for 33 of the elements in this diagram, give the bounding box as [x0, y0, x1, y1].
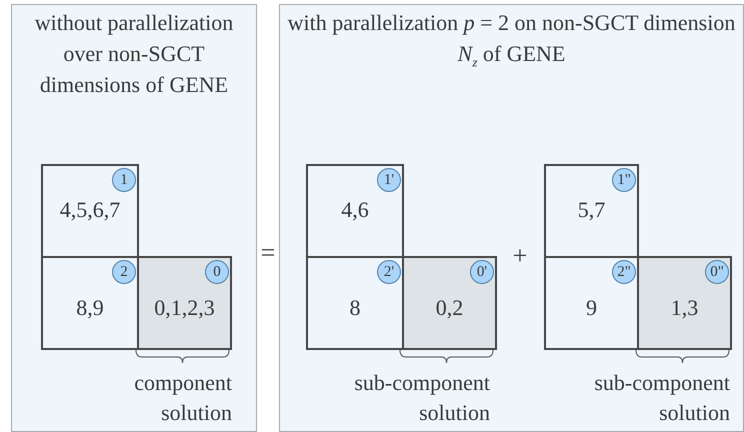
- cell-value: 4,6: [341, 197, 369, 223]
- cell-value: 4,5,6,7: [60, 197, 120, 223]
- panel-title: with parallelization p = 2 on non-SGCT dimension N$_{z}$ of GENE: [286, 9, 736, 72]
- shaded-cell: [637, 256, 732, 350]
- number-circle: 1: [112, 168, 136, 192]
- number-circle: 1': [377, 168, 401, 192]
- cell-value: 5,7: [578, 197, 606, 223]
- number-circle: 2: [112, 260, 136, 284]
- brace-label: sub-component solution: [353, 369, 490, 427]
- grid-cell: [41, 164, 139, 258]
- number-circle: 0": [705, 260, 729, 284]
- number-circle: 2': [377, 260, 401, 284]
- cell-value: 1,3: [670, 295, 698, 321]
- brace-label: sub-component solution: [593, 369, 730, 427]
- number-circle: 0': [470, 260, 494, 284]
- shaded-cell: [402, 256, 497, 350]
- operator-sign: =: [260, 238, 276, 268]
- panel-title: without parallelization over non-SGCT dimensions of GENE: [34, 9, 234, 99]
- grid-cell: [544, 164, 639, 258]
- number-circle: 0: [205, 260, 229, 284]
- cell-value: 0,1,2,3: [154, 295, 215, 321]
- panel: [11, 4, 257, 432]
- cell-value: 8: [350, 295, 360, 321]
- brace-label: component solution: [133, 369, 232, 427]
- cell-value: 0,2: [436, 295, 464, 321]
- grid-cell: [306, 164, 404, 258]
- shaded-cell: [137, 256, 232, 350]
- panel: [279, 4, 744, 432]
- number-circle: 2": [612, 260, 636, 284]
- operator-sign: +: [512, 241, 528, 271]
- cell-value: 9: [586, 295, 597, 321]
- number-circle: 1": [612, 168, 636, 192]
- cell-value: 8,9: [76, 295, 104, 321]
